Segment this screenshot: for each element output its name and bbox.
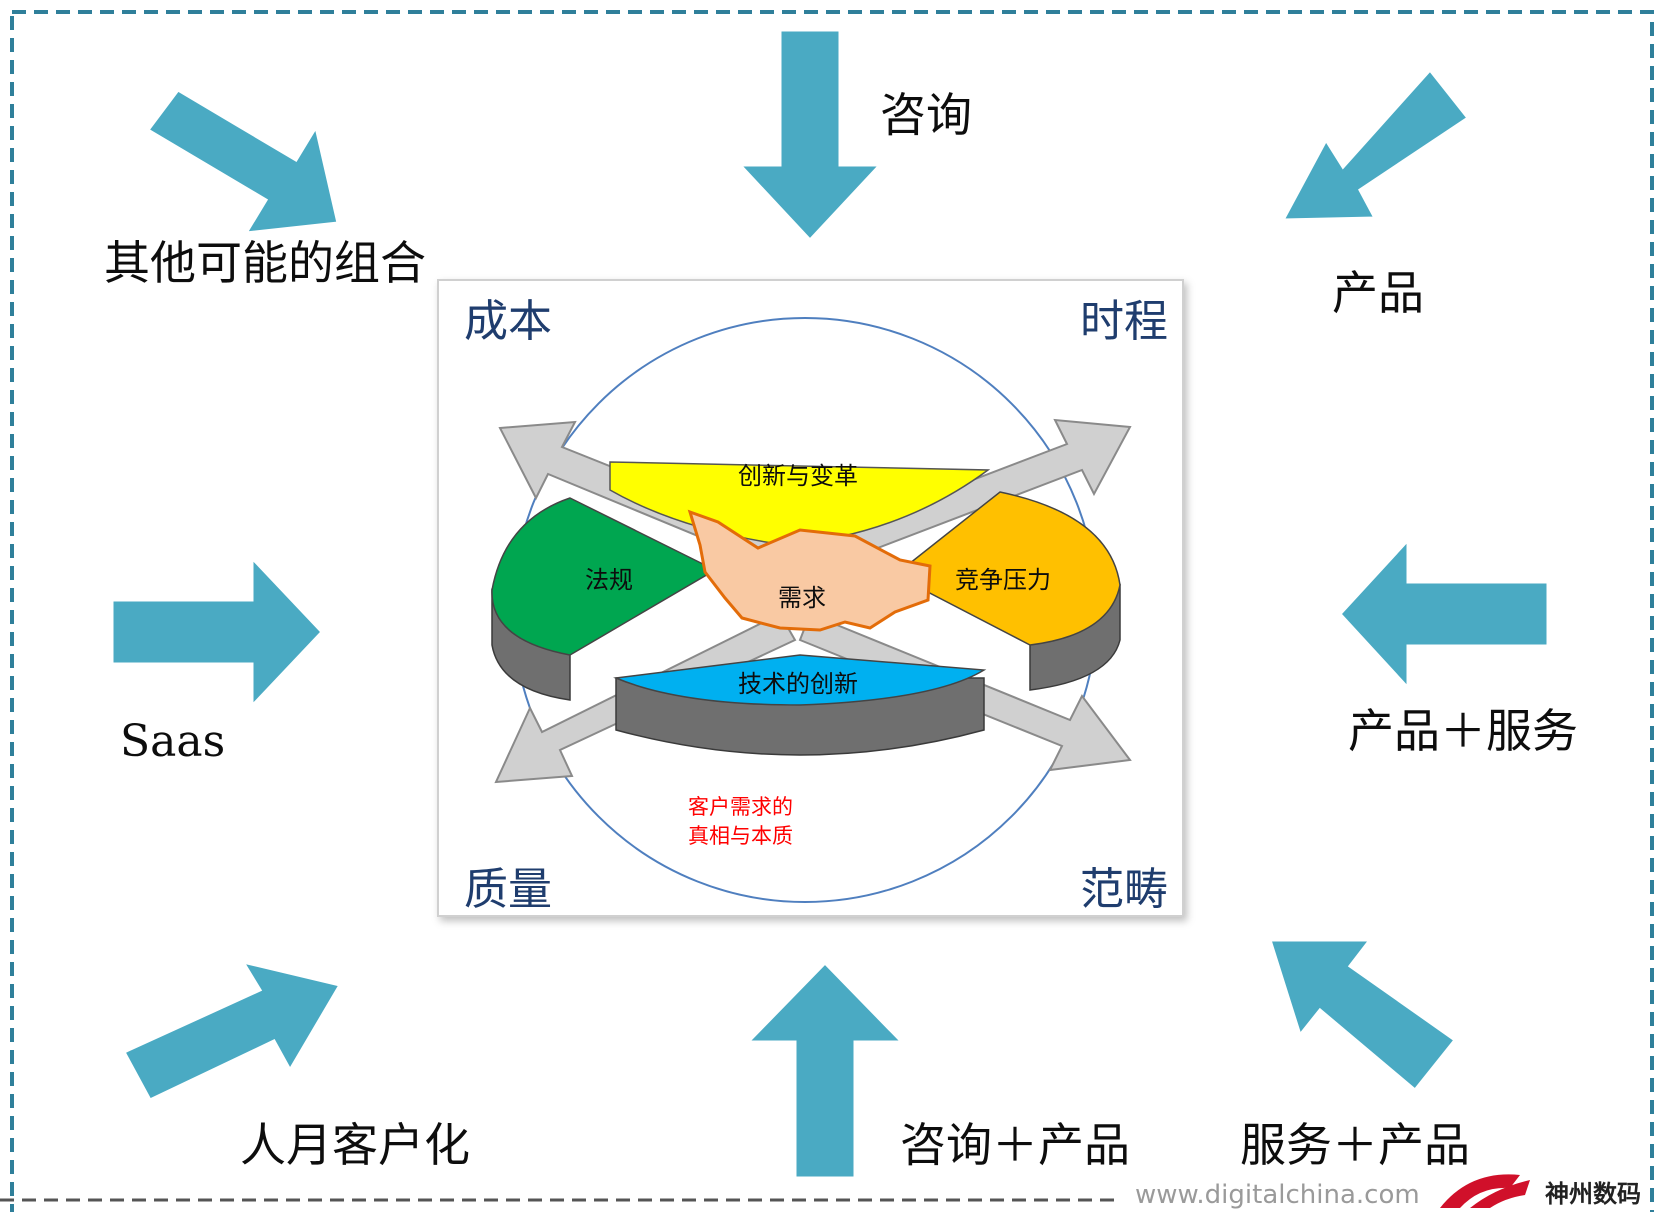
footer-brand: 神州数码 xyxy=(1545,1180,1641,1208)
arrow-bottom xyxy=(744,960,906,1180)
segment-bottom-label: 技术的创新 xyxy=(738,670,858,698)
center-label: 需求 xyxy=(778,584,826,612)
label-top: 咨询 xyxy=(880,88,972,142)
caption-line-1: 客户需求的 xyxy=(688,795,793,819)
label-bottom: 咨询＋产品 xyxy=(900,1118,1130,1172)
arrow-right xyxy=(1337,536,1550,692)
arrow-top xyxy=(736,28,884,243)
corner-top-left: 成本 xyxy=(464,296,552,347)
segment-right-label: 竞争压力 xyxy=(955,566,1051,594)
label-right: 产品＋服务 xyxy=(1348,704,1578,758)
demand-blob xyxy=(687,509,932,632)
arrow-top-left xyxy=(145,88,340,235)
segment-top-label: 创新与变革 xyxy=(738,462,858,490)
segment-bottom xyxy=(613,654,987,706)
corner-top-right: 时程 xyxy=(1080,296,1168,347)
label-bottom-left: 人月客户化 xyxy=(240,1118,470,1172)
arrow-left xyxy=(110,554,325,710)
label-top-right: 产品 xyxy=(1332,266,1424,320)
label-left: Saas xyxy=(120,716,226,767)
corner-bottom-left: 质量 xyxy=(464,864,552,915)
arrow-bottom-right xyxy=(1267,938,1458,1093)
segment-left-label: 法规 xyxy=(585,566,633,594)
arrow-top-right xyxy=(1280,67,1471,222)
dashed-frame xyxy=(10,10,1654,1212)
segment-left xyxy=(491,497,717,656)
corner-bottom-right: 范畴 xyxy=(1080,864,1168,915)
caption-line-2: 真相与本质 xyxy=(688,824,793,848)
label-bottom-right: 服务＋产品 xyxy=(1240,1118,1470,1172)
footer-url: www.digitalchina.com xyxy=(1135,1180,1420,1210)
arrow-bottom-left xyxy=(121,959,343,1102)
segment-right xyxy=(893,491,1121,646)
digitalchina-logo-icon xyxy=(1440,1174,1530,1208)
label-top-left: 其他可能的组合 xyxy=(104,236,426,290)
